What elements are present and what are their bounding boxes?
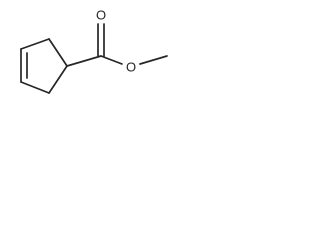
bond-ring-to-carbonyl [66, 55, 102, 67]
carbonyl-oxygen-label: O [96, 8, 106, 23]
ring-bond-c1-c2 [48, 38, 68, 67]
ring-bond-c5-c1 [48, 65, 68, 94]
ring-bond-c4-c5 [20, 81, 50, 94]
bond-ester-oxygen-to-methyl [139, 55, 168, 65]
structure-diagram: O O [20, 8, 168, 94]
bond-carbonyl-to-ester-oxygen [100, 55, 123, 65]
ester-oxygen-label: O [126, 60, 136, 75]
ring-bond-c2-c3 [20, 38, 50, 50]
